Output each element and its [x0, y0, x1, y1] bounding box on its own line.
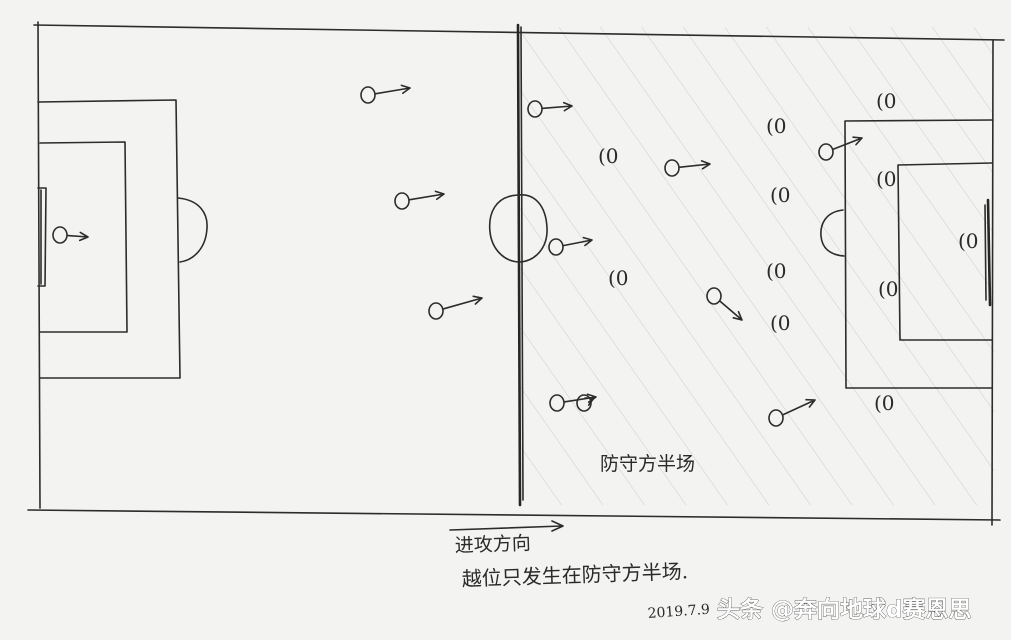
defender-player: (0	[608, 266, 629, 290]
attacker-player	[548, 236, 593, 256]
defender-player: (0	[958, 229, 979, 253]
right-penalty-arc	[820, 209, 845, 257]
attacker-player	[768, 398, 816, 427]
attacker-player	[706, 287, 743, 321]
defender-player: (0	[876, 89, 897, 113]
attackers-group	[52, 84, 863, 427]
attack-direction-label: 进攻方向	[454, 532, 531, 557]
defending-half-label: 防守方半场	[600, 453, 695, 475]
attacker-player	[527, 100, 573, 118]
defender-player: (0	[598, 144, 619, 168]
halfway-line	[516, 23, 522, 507]
defender-player: (0	[874, 391, 895, 415]
defender-player: (0	[876, 167, 897, 191]
attacker-player	[360, 84, 411, 104]
attack-direction-arrow	[449, 520, 564, 532]
defending-half-hatching	[520, 27, 994, 505]
left-goal	[37, 187, 47, 287]
halfway-line-second-stroke	[520, 26, 524, 501]
left-penalty-box	[37, 99, 208, 379]
attacker-player	[549, 393, 597, 412]
left-penalty-arc	[177, 197, 208, 263]
attacker-player	[664, 159, 711, 177]
right-goal	[986, 198, 992, 307]
defender-player: (0	[770, 311, 791, 335]
right-penalty-box	[820, 119, 994, 389]
defender-player: (0	[878, 277, 899, 301]
attacker-player	[818, 136, 863, 161]
defenders-group: (0 (0 (0 (0 (0 (0 (0 (0 (0 (0 (0	[598, 89, 979, 415]
defender-player: (0	[766, 114, 787, 138]
attacker-player	[52, 226, 89, 244]
offside-note: 越位只发生在防守方半场.	[461, 559, 688, 591]
date-label: 2019.7.9	[647, 602, 710, 622]
center-circle	[488, 194, 548, 263]
attacker-player	[394, 190, 445, 210]
watermark: 头条 @奔向地球d赛恩思	[717, 596, 971, 623]
attacker-player	[428, 295, 483, 320]
defender-player: (0	[770, 183, 791, 207]
defender-player: (0	[766, 259, 787, 283]
